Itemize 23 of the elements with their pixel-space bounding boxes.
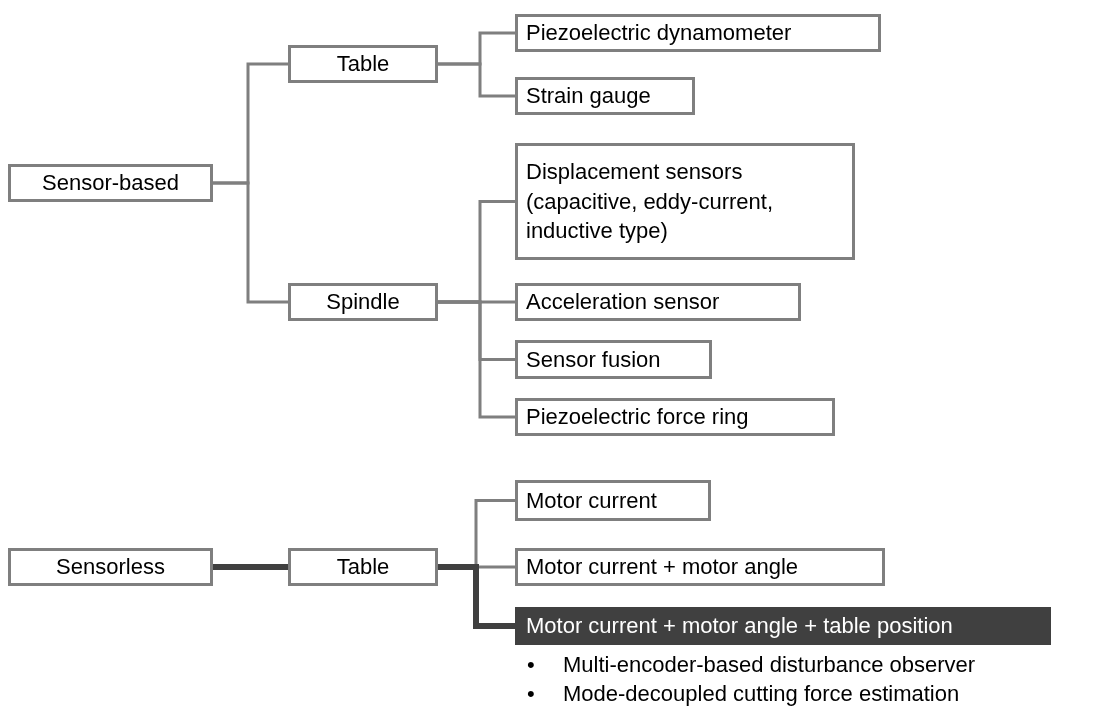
connector-line [438, 62, 515, 98]
bullet-text: Mode-decoupled cutting force estimation [563, 679, 960, 708]
category-box: Sensorless [8, 548, 213, 586]
bullet-marker: • [527, 651, 536, 679]
category-box: Piezoelectric force ring [515, 398, 835, 436]
bullet-marker: • [527, 679, 536, 708]
category-box: Table [288, 548, 438, 586]
connector-line [213, 564, 288, 570]
bullet-text: Multi-encoder-based disturbance observer [563, 651, 976, 679]
category-box: Motor current + motor angle [515, 548, 885, 586]
category-box: Sensor fusion [515, 340, 712, 379]
category-box: Acceleration sensor [515, 283, 801, 321]
category-box: Spindle [288, 283, 438, 321]
connector-line [213, 181, 288, 304]
category-box: Table [288, 45, 438, 83]
category-box: Strain gauge [515, 77, 695, 115]
connector-line [438, 564, 515, 629]
category-box: Sensor-based [8, 164, 213, 202]
highlighted-box: Motor current + motor angle + table position [515, 607, 1051, 645]
category-box: Piezoelectric dynamometer [515, 14, 881, 52]
category-box: Motor current [515, 480, 711, 521]
connector-line [438, 300, 515, 419]
category-box: Displacement sensors (capacitive, eddy-current, inductive type) [515, 143, 855, 260]
